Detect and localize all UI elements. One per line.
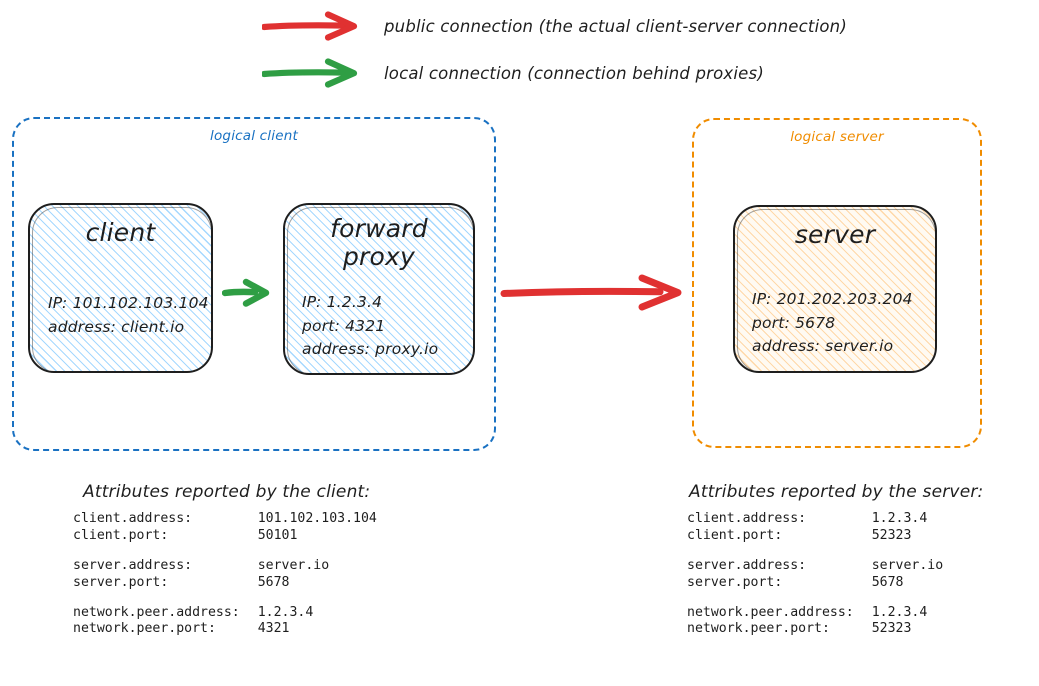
table-row-spacer bbox=[687, 592, 943, 605]
logical-server-title: logical server bbox=[790, 129, 884, 145]
table-row: client.address: 1.2.3.4 bbox=[687, 511, 943, 528]
table-row-spacer bbox=[73, 592, 377, 605]
red-arrow-icon bbox=[262, 11, 358, 41]
attribute-key: client.port: bbox=[73, 527, 169, 543]
attribute-key: server.port: bbox=[73, 574, 169, 590]
green-arrow-icon bbox=[262, 58, 358, 88]
attribute-key: server.port: bbox=[687, 574, 783, 590]
client-attributes-block: Attributes reported by the client: clien… bbox=[73, 482, 377, 638]
table-row: server.address: server.io bbox=[73, 558, 377, 575]
attribute-key: client.port: bbox=[687, 527, 783, 543]
attribute-value: 5678 bbox=[257, 574, 290, 590]
table-row: server.port: 5678 bbox=[687, 575, 943, 592]
attribute-key: network.peer.port: bbox=[73, 621, 216, 637]
node-client[interactable]: client IP: 101.102.103.104 address: clie… bbox=[28, 203, 213, 373]
legend-label-local-connection: local connection (connection behind prox… bbox=[384, 63, 764, 83]
attribute-value: server.io bbox=[257, 557, 330, 573]
attribute-value: 52323 bbox=[871, 527, 912, 543]
table-row: network.peer.port: 4321 bbox=[73, 621, 377, 638]
logical-server-group: logical server bbox=[692, 118, 982, 448]
attribute-value: server.io bbox=[871, 557, 944, 573]
table-row: server.port: 5678 bbox=[73, 575, 377, 592]
table-row-spacer bbox=[73, 545, 377, 558]
public-connection-arrow bbox=[500, 274, 682, 311]
node-server-title: server bbox=[794, 220, 876, 249]
attribute-value: 5678 bbox=[871, 574, 904, 590]
legend-item-local-connection: local connection (connection behind prox… bbox=[262, 56, 764, 90]
table-row: client.address: 101.102.103.104 bbox=[73, 511, 377, 528]
node-server-details: IP: 201.202.203.204 port: 5678 address: … bbox=[752, 290, 913, 356]
table-row: client.port: 50101 bbox=[73, 528, 377, 545]
logical-client-title: logical client bbox=[210, 128, 298, 144]
client-attributes-table: client.address: 101.102.103.104 client.por… bbox=[73, 511, 377, 638]
node-client-details: IP: 101.102.103.104 address: client.io bbox=[48, 294, 209, 336]
attribute-value: 52323 bbox=[871, 621, 912, 637]
logical-client-group: logical client bbox=[12, 117, 496, 451]
table-row: network.peer.port: 52323 bbox=[687, 621, 943, 638]
attribute-value: 101.102.103.104 bbox=[257, 511, 377, 526]
client-attributes-heading: Attributes reported by the client: bbox=[83, 482, 371, 502]
table-row: server.address: server.io bbox=[687, 558, 943, 575]
attribute-value: 1.2.3.4 bbox=[871, 604, 928, 620]
table-row: network.peer.address: 1.2.3.4 bbox=[73, 605, 377, 622]
local-connection-arrow bbox=[222, 278, 270, 307]
server-attributes-table: client.address: 1.2.3.4 client.port: 52323 s… bbox=[687, 511, 943, 638]
attribute-key: network.peer.address: bbox=[687, 604, 854, 620]
node-forward-proxy[interactable]: forward proxy IP: 1.2.3.4 port: 4321 add… bbox=[283, 203, 475, 375]
node-forward-proxy-details: IP: 1.2.3.4 port: 4321 address: proxy.io bbox=[302, 293, 439, 359]
table-row: client.port: 52323 bbox=[687, 528, 943, 545]
attribute-key: client.address: bbox=[73, 511, 193, 526]
attribute-value: 50101 bbox=[257, 527, 298, 543]
node-forward-proxy-title: forward proxy bbox=[330, 214, 428, 271]
table-row: network.peer.address: 1.2.3.4 bbox=[687, 605, 943, 622]
legend-item-public-connection: public connection (the actual client-ser… bbox=[262, 9, 847, 43]
server-attributes-block: Attributes reported by the server: clien… bbox=[687, 482, 983, 638]
node-client-title: client bbox=[85, 218, 156, 247]
attribute-value: 4321 bbox=[257, 621, 290, 637]
attribute-key: server.address: bbox=[73, 557, 193, 573]
attribute-key: server.address: bbox=[687, 557, 807, 573]
legend-label-public-connection: public connection (the actual client-ser… bbox=[384, 16, 847, 36]
server-attributes-heading: Attributes reported by the server: bbox=[689, 482, 984, 502]
attribute-value: 1.2.3.4 bbox=[871, 511, 928, 526]
table-row-spacer bbox=[687, 545, 943, 558]
attribute-key: network.peer.address: bbox=[73, 604, 240, 620]
attribute-key: network.peer.port: bbox=[687, 621, 830, 637]
attribute-value: 1.2.3.4 bbox=[257, 604, 314, 620]
node-server[interactable]: server IP: 201.202.203.204 port: 5678 ad… bbox=[733, 205, 937, 373]
attribute-key: client.address: bbox=[687, 511, 807, 526]
